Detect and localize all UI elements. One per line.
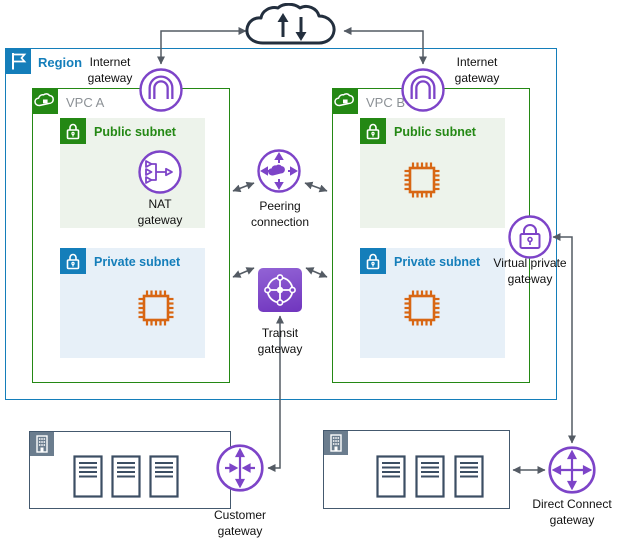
- vpc-a-public-subnet-label: Public subnet: [94, 125, 176, 139]
- transit-gateway-label: Transit gateway: [257, 326, 303, 356]
- vpc-a-container: [32, 88, 230, 383]
- ec2-instance-icon: [399, 285, 445, 331]
- customer-gateway-label: Customer gateway: [213, 508, 266, 538]
- server-icon: [376, 455, 406, 498]
- internet-gateway-icon: [401, 68, 445, 112]
- nat-gateway-icon: [138, 150, 182, 194]
- vpc-a-private-subnet-label: Private subnet: [94, 255, 181, 269]
- region-label: Region: [38, 55, 83, 70]
- virtual-private-gateway-icon: [508, 215, 552, 259]
- customer-gateway-icon: [216, 444, 264, 492]
- region-flag-icon: [5, 48, 31, 74]
- peering-connection-label: Peering connection: [250, 199, 310, 229]
- internet-gateway-icon: [139, 68, 183, 112]
- corporate-data-center-icon: [324, 431, 348, 455]
- transit-gateway-icon: [258, 268, 302, 312]
- vpc-a-label: VPC A: [66, 95, 105, 110]
- internet-gateway-a-label: Internet gateway: [87, 55, 133, 85]
- ec2-instance-icon: [133, 285, 179, 331]
- server-icon: [454, 455, 484, 498]
- vpc-icon: [332, 88, 358, 114]
- server-icon: [73, 455, 103, 498]
- server-icon: [111, 455, 141, 498]
- internet-gateway-b-label: Internet gateway: [454, 55, 500, 85]
- peering-connection-icon: [257, 149, 301, 193]
- direct-connect-gateway-icon: [548, 446, 596, 494]
- private-subnet-lock-icon: [60, 248, 86, 274]
- virtual-private-gateway-label: Virtual private gateway: [493, 256, 567, 286]
- public-subnet-lock-icon: [60, 118, 86, 144]
- server-icon: [415, 455, 445, 498]
- vpc-icon: [32, 88, 58, 114]
- server-icon: [149, 455, 179, 498]
- vpc-b-private-subnet-label: Private subnet: [394, 255, 481, 269]
- internet-cloud-icon: [243, 3, 343, 49]
- public-subnet-lock-icon: [360, 118, 386, 144]
- corporate-data-center-icon: [30, 432, 54, 456]
- vpc-b-public-subnet-label: Public subnet: [394, 125, 476, 139]
- right-data-center-container: [323, 430, 510, 509]
- direct-connect-gateway-label: Direct Connect gateway: [532, 497, 612, 527]
- vpc-b-label: VPC B: [366, 95, 406, 110]
- nat-gateway-label: NAT gateway: [137, 197, 183, 227]
- private-subnet-lock-icon: [360, 248, 386, 274]
- ec2-instance-icon: [399, 157, 445, 203]
